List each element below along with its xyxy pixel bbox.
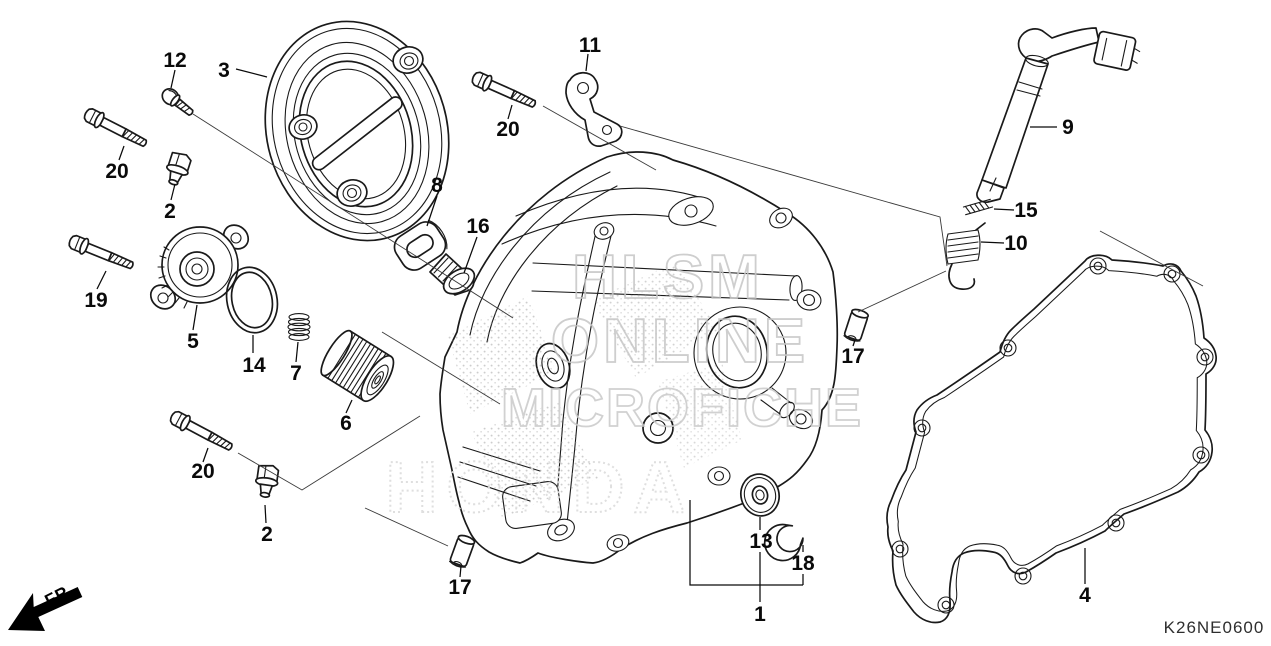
watermark-line1: HLSM bbox=[572, 243, 764, 312]
diagram-code: K26NE0600 bbox=[1164, 618, 1265, 637]
part-oil-filter-cover-5 bbox=[149, 224, 250, 310]
part-return-spring-10 bbox=[945, 222, 986, 290]
part-bolt-20-mid bbox=[469, 68, 540, 113]
callout-18: 18 bbox=[791, 552, 815, 575]
part-circlip-18 bbox=[763, 523, 804, 562]
assembly-pointer-lines bbox=[192, 105, 1204, 547]
callout-10: 10 bbox=[1004, 232, 1027, 255]
callout-5: 5 bbox=[187, 330, 199, 353]
part-bolt-20-top bbox=[81, 105, 151, 152]
callout-7: 7 bbox=[290, 362, 302, 385]
callout-leaders bbox=[96, 53, 1086, 602]
callout-15: 15 bbox=[1014, 199, 1038, 222]
part-bolt-19 bbox=[66, 232, 137, 275]
callout-13: 13 bbox=[749, 530, 772, 553]
part-spring-7 bbox=[287, 313, 311, 341]
callout-17-left: 17 bbox=[448, 576, 471, 599]
part-spring-15 bbox=[962, 198, 994, 216]
callout-labels: 12 3 11 20 20 2 19 5 14 7 6 8 16 9 15 10… bbox=[84, 34, 1091, 626]
part-oil-seal-13 bbox=[740, 473, 780, 517]
gasket-bolt-holes bbox=[891, 257, 1214, 614]
watermark-line3: MICROFICHE bbox=[501, 378, 863, 438]
callout-1: 1 bbox=[754, 603, 766, 626]
watermark-line2: ONLINE bbox=[551, 307, 809, 376]
front-direction-arrow: FR. bbox=[8, 580, 83, 631]
callout-2-top: 2 bbox=[164, 200, 176, 223]
watermark-brand: HONDA bbox=[386, 448, 695, 528]
part-lever-11 bbox=[565, 71, 623, 147]
callout-20-bottom: 20 bbox=[191, 460, 214, 483]
callout-16: 16 bbox=[466, 215, 489, 238]
callout-19: 19 bbox=[84, 289, 107, 312]
part-cap-cover bbox=[264, 20, 450, 242]
callout-3: 3 bbox=[218, 59, 230, 82]
callout-11: 11 bbox=[579, 34, 602, 57]
callout-9: 9 bbox=[1062, 116, 1074, 139]
callout-17-right: 17 bbox=[841, 345, 864, 368]
callout-6: 6 bbox=[340, 412, 352, 435]
callout-12: 12 bbox=[163, 49, 186, 72]
callout-20-top: 20 bbox=[105, 160, 128, 183]
part-crankcase-cover bbox=[439, 151, 839, 564]
callout-8: 8 bbox=[431, 174, 443, 197]
watermark: HLSM ONLINE MICROFICHE HONDA bbox=[385, 242, 863, 529]
callout-14: 14 bbox=[242, 354, 266, 377]
part-dowel-17-left bbox=[448, 532, 477, 570]
part-fitting-2-top bbox=[161, 149, 194, 189]
part-gasket bbox=[886, 254, 1217, 624]
part-dowel-17-right bbox=[842, 306, 871, 344]
part-oil-filter-rotor-6 bbox=[320, 329, 395, 403]
callout-2-bottom: 2 bbox=[261, 523, 273, 546]
part-screw-12 bbox=[161, 88, 194, 116]
part-bolt-20-bottom bbox=[167, 407, 237, 456]
part-fitting-2-bottom bbox=[252, 462, 281, 500]
callout-20-mid: 20 bbox=[496, 118, 519, 141]
callout-4: 4 bbox=[1079, 584, 1091, 607]
part-o-ring-14 bbox=[225, 266, 279, 334]
part-kick-spindle-9 bbox=[976, 27, 1141, 203]
